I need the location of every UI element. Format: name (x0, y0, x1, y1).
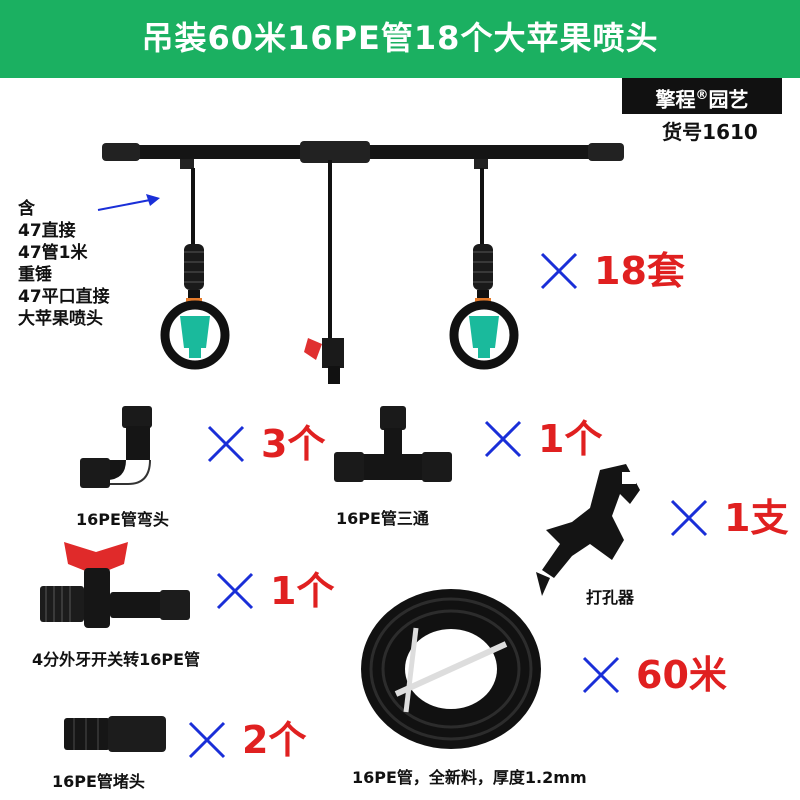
includes-item: 重锤 (18, 265, 52, 285)
caption-end-plug: 16PE管堵头 (52, 772, 145, 791)
qty-end-plug: 2个 (186, 719, 306, 761)
caption-pe-pipe: 16PE管，全新料，厚度1.2mm (352, 768, 587, 787)
includes-list: 含 47直接 47管1米 重锤 47平口直接 大苹果喷头 (18, 198, 110, 330)
brand-label: 擎程®园艺 (622, 78, 782, 114)
multiply-icon (484, 420, 522, 458)
caption-hole-punch: 打孔器 (586, 588, 635, 607)
includes-item: 大苹果喷头 (18, 309, 103, 329)
includes-item: 47管1米 (18, 243, 88, 263)
qty-tee: 1个 (482, 418, 602, 460)
qty-sprinkler-sets: 18套 (538, 250, 685, 292)
pe-pipe-coil-image (361, 589, 541, 749)
qty-value: 1个 (270, 569, 335, 613)
brand-name-left: 擎程 (655, 87, 696, 112)
multiply-icon (188, 721, 226, 759)
caption-elbow: 16PE管弯头 (76, 510, 169, 529)
multiply-icon (540, 252, 578, 290)
qty-hole-punch: 1支 (668, 497, 788, 539)
qty-pe-pipe: 60米 (580, 654, 727, 696)
qty-value: 2个 (242, 718, 307, 762)
elbow-fitting-image (80, 406, 152, 488)
multiply-icon (670, 499, 708, 537)
caption-tee: 16PE管三通 (336, 509, 429, 528)
qty-value: 1个 (538, 417, 603, 461)
multiply-icon (207, 425, 245, 463)
caption-valve-switch: 4分外牙开关转16PE管 (32, 650, 201, 669)
multiply-icon (582, 656, 620, 694)
qty-value: 60米 (636, 653, 727, 697)
banner-title: 吊装60米16PE管18个大苹果喷头 (141, 19, 659, 57)
brand-name-right: 园艺 (708, 87, 749, 112)
hole-punch-tool-image (536, 464, 640, 596)
qty-valve-switch: 1个 (214, 570, 334, 612)
qty-elbow: 3个 (205, 423, 325, 465)
multiply-icon (216, 572, 254, 610)
valve-switch-image (40, 542, 190, 628)
qty-value: 1支 (724, 496, 789, 540)
title-banner: 吊装60米16PE管18个大苹果喷头 (0, 0, 800, 78)
qty-value: 18套 (594, 249, 685, 293)
tee-fitting-image (334, 406, 452, 482)
end-plug-image (64, 716, 166, 752)
includes-item: 47平口直接 (18, 287, 110, 307)
qty-value: 3个 (261, 422, 326, 466)
includes-item: 47直接 (18, 221, 76, 241)
includes-item: 含 (18, 199, 35, 219)
registered-mark: ® (695, 88, 709, 103)
model-number: 货号1610 (662, 120, 758, 144)
